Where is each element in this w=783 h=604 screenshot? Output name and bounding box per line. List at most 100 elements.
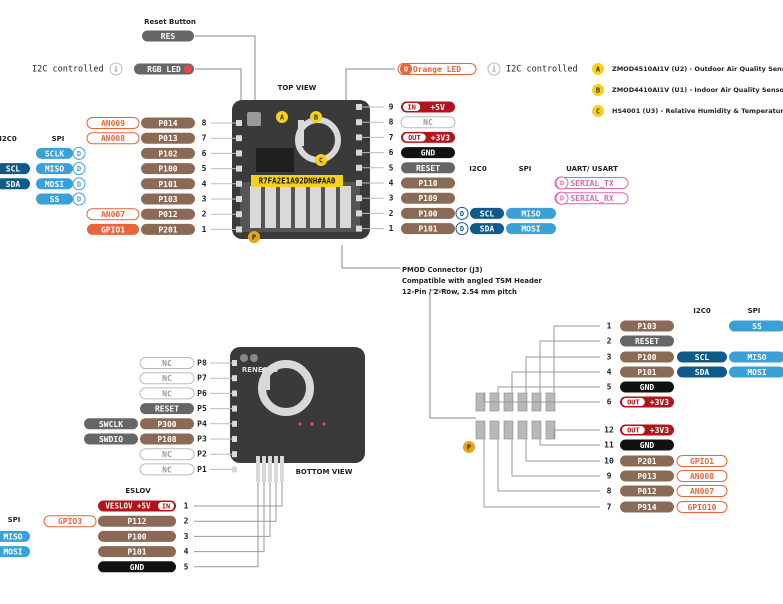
pad (356, 104, 362, 110)
pmod-alt-text: GPIO10 (688, 503, 717, 512)
pad (232, 436, 237, 442)
sensor-description: HS4001 (U3) - Relative Humidity & Temper… (612, 107, 783, 115)
d-badge: D (72, 146, 86, 160)
pmod-pin-text: P012 (637, 487, 656, 496)
pmod-pin-bg (620, 455, 674, 467)
top-right-power-io: OUT (408, 134, 421, 142)
eslov-alt-bg (43, 515, 97, 528)
pmod-pin-number: 4 (607, 368, 612, 377)
top-right-pin-number: 2 (389, 209, 394, 218)
rgb-led-label-text: RGB LED (147, 65, 181, 74)
pad (356, 134, 362, 141)
pad (356, 195, 362, 202)
top-left-pin-number: 4 (202, 179, 207, 188)
pmod-power-label: +3V3 (650, 426, 669, 435)
pmod-pin: P013 (620, 470, 674, 482)
pad (232, 420, 237, 427)
pmod-alt: AN008 (676, 470, 728, 482)
orange-led-label-text: Orange LED (413, 65, 461, 74)
top-left-spi-text: MOSI (45, 180, 64, 189)
pmod-pin-text: P100 (637, 353, 656, 362)
d-badge: D (455, 222, 469, 236)
board-sensor-b: B (310, 111, 322, 123)
top-left-pin: P102 (141, 147, 195, 159)
rgb-led-icon (184, 65, 192, 73)
bottom-pin-number: P7 (197, 374, 207, 383)
pmod-title: PMOD Connector (J3) (402, 266, 483, 274)
bottom-label-text: RESET (155, 405, 179, 414)
pmod-power-io: OUT (627, 399, 640, 407)
pmod-alt: GPIO1 (676, 455, 728, 467)
eslov-spi-text: MOSI (3, 548, 22, 557)
pmod-gnd-bg (620, 439, 674, 451)
pad (356, 164, 362, 171)
pad (356, 210, 362, 217)
reset-button-graphic[interactable] (247, 112, 261, 126)
eslov-pin-number: 5 (184, 562, 189, 571)
top-left-pin-bg (141, 223, 195, 235)
pmod-alt: GPIO10 (676, 501, 728, 513)
top-left-pin-number: 8 (202, 119, 207, 128)
pmod-pin-number: 1 (607, 322, 612, 331)
top-right-spi: MOSI (506, 223, 556, 235)
bottom-nc: NC (139, 372, 195, 385)
pmod-marker-top: P (248, 231, 260, 243)
top-left-alt-text: AN007 (101, 210, 125, 219)
top-left-pin-bg (141, 163, 195, 175)
eslov-spi-bg (0, 546, 30, 558)
eslov-leader (194, 482, 271, 537)
eslov-alt: GPIO3 (43, 515, 97, 528)
pmod-spi-bg (729, 366, 783, 378)
pad (236, 180, 242, 187)
bottom-nc-text: NC (162, 465, 172, 474)
pad (236, 120, 242, 126)
bottom-alt-bg (84, 418, 138, 430)
pmod-gnd: GND (620, 381, 674, 393)
pad (356, 149, 362, 156)
sensor-badge-a: A (592, 63, 604, 75)
chip-marking-bg (251, 175, 343, 187)
top-left-pin-text: P103 (158, 195, 177, 204)
top-right-gnd-text: GND (421, 149, 436, 158)
eslov-alt-text: GPIO3 (58, 517, 82, 526)
bottom-nc-bg (139, 448, 195, 461)
pmod-spi-text: MOSI (747, 368, 766, 377)
bottom-nc: NC (139, 448, 195, 461)
top-right-pin: P110 (401, 177, 455, 189)
pmod-pin-text: P103 (637, 322, 656, 331)
d-badge: D (72, 162, 86, 176)
top-right-nc-text: NC (423, 118, 433, 127)
eslov-gnd-bg (98, 561, 176, 573)
bottom-pin-bg (140, 433, 194, 445)
top-right-pin-text: P110 (418, 179, 437, 188)
reset-label-bg (142, 30, 194, 42)
pmod-pin-number: 9 (607, 472, 612, 481)
top-left-alt: AN007 (86, 208, 140, 221)
pmod-spi: MISO (729, 351, 783, 363)
bottom-nc: NC (139, 463, 195, 476)
left-spi-header: SPI (52, 135, 65, 143)
pmod-leader (483, 393, 600, 403)
pmod-alt-bg (676, 470, 728, 482)
eslov-spi-text: MISO (3, 532, 22, 541)
bottom-pin: P108 (140, 433, 194, 445)
top-left-pin-bg (141, 147, 195, 159)
pmod-spi-bg (729, 320, 783, 332)
bottom-nc-text: NC (162, 359, 172, 368)
pmod-spi-text: SS (752, 322, 762, 331)
eslov-pin-bg (98, 546, 176, 558)
pmod-pin-text: P013 (637, 472, 656, 481)
bottom-nc-text: NC (162, 389, 172, 398)
d-badge: D (455, 206, 469, 220)
top-view-title: TOP VIEW (278, 84, 317, 92)
pmod-power-io: OUT (627, 427, 640, 435)
orange-led-dot: O (400, 63, 412, 75)
pmod-pin-number: 10 (604, 457, 614, 466)
eslov-spi-bg (0, 530, 30, 542)
pmod-spi-bg (729, 351, 783, 363)
pmod-pin: P201 (620, 455, 674, 467)
top-right-pads (356, 104, 362, 232)
eslov-pin: P101 (98, 546, 176, 558)
